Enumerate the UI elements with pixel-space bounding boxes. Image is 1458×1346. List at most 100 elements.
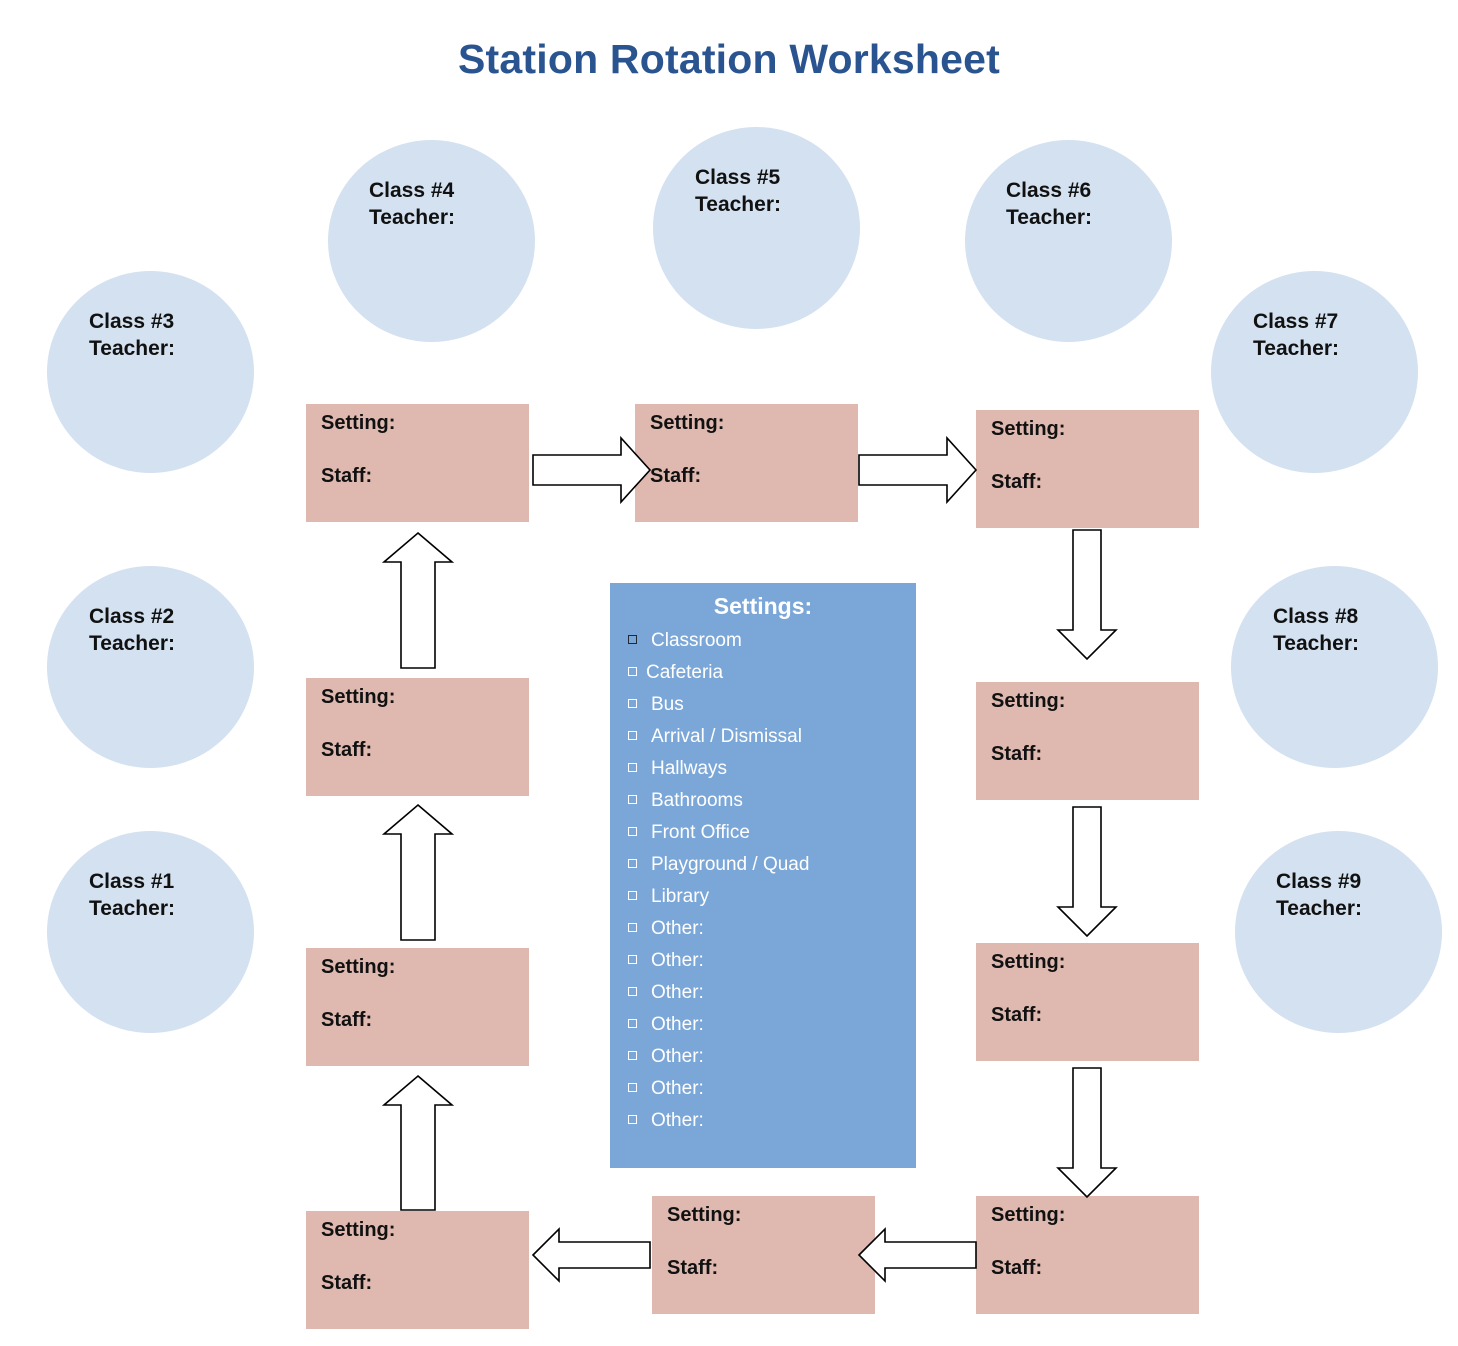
settings-item[interactable]: Other: xyxy=(628,915,809,947)
settings-item[interactable]: Cafeteria xyxy=(628,659,809,691)
checkbox-icon[interactable] xyxy=(628,795,637,805)
arrow-up-icon xyxy=(381,803,455,941)
staff-field[interactable]: Staff: xyxy=(991,743,1043,765)
teacher-label[interactable]: Teacher: xyxy=(89,897,175,920)
staff-field[interactable]: Staff: xyxy=(321,465,373,487)
teacher-label[interactable]: Teacher: xyxy=(1253,337,1339,360)
settings-item[interactable]: Other: xyxy=(628,947,809,979)
arrow-right-icon xyxy=(858,435,978,505)
settings-item[interactable]: Other: xyxy=(628,1043,809,1075)
class-label: Class #9 xyxy=(1276,870,1362,893)
settings-item[interactable]: Other: xyxy=(628,1011,809,1043)
class-circle-8: Class #8 Teacher: xyxy=(1231,566,1438,768)
checkbox-icon[interactable] xyxy=(628,859,637,869)
teacher-label[interactable]: Teacher: xyxy=(1273,632,1359,655)
class-label: Class #4 xyxy=(369,179,455,202)
settings-checklist: Classroom Cafeteria Bus Arrival / Dismis… xyxy=(628,627,809,1139)
staff-field[interactable]: Staff: xyxy=(991,1004,1043,1026)
settings-heading: Settings: xyxy=(713,593,813,619)
checkbox-icon[interactable] xyxy=(628,1019,637,1029)
settings-item[interactable]: Classroom xyxy=(628,627,809,659)
settings-item[interactable]: Bus xyxy=(628,691,809,723)
setting-field[interactable]: Setting: xyxy=(321,686,396,708)
teacher-label[interactable]: Teacher: xyxy=(89,632,175,655)
staff-field[interactable]: Staff: xyxy=(321,739,373,761)
arrow-down-icon xyxy=(1056,806,1118,938)
staff-field[interactable]: Staff: xyxy=(667,1257,719,1279)
settings-item[interactable]: Bathrooms xyxy=(628,787,809,819)
class-label: Class #2 xyxy=(89,605,175,628)
station-box-3: Setting: Staff: xyxy=(306,678,529,796)
class-label: Class #8 xyxy=(1273,605,1359,628)
arrow-left-icon xyxy=(531,1227,651,1283)
arrow-down-icon xyxy=(1056,529,1118,661)
checkbox-icon[interactable] xyxy=(628,635,637,645)
teacher-label[interactable]: Teacher: xyxy=(695,193,781,216)
checkbox-icon[interactable] xyxy=(628,763,637,773)
staff-field[interactable]: Staff: xyxy=(321,1272,373,1294)
staff-field[interactable]: Staff: xyxy=(991,1257,1043,1279)
class-circle-1: Class #1 Teacher: xyxy=(47,831,254,1033)
teacher-label[interactable]: Teacher: xyxy=(89,337,175,360)
class-label: Class #1 xyxy=(89,870,175,893)
checkbox-icon[interactable] xyxy=(628,699,637,709)
class-circle-9: Class #9 Teacher: xyxy=(1235,831,1442,1033)
arrow-up-icon xyxy=(381,1074,455,1211)
settings-item[interactable]: Other: xyxy=(628,1107,809,1139)
arrow-left-icon xyxy=(857,1227,977,1283)
arrow-right-icon xyxy=(532,435,652,505)
arrow-down-icon xyxy=(1056,1067,1118,1199)
staff-field[interactable]: Staff: xyxy=(991,471,1043,493)
setting-field[interactable]: Setting: xyxy=(991,951,1066,973)
class-label: Class #3 xyxy=(89,310,175,333)
checkbox-icon[interactable] xyxy=(628,827,637,837)
settings-item[interactable]: Hallways xyxy=(628,755,809,787)
station-box-2: Setting: Staff: xyxy=(306,948,529,1066)
setting-field[interactable]: Setting: xyxy=(650,412,725,434)
checkbox-icon[interactable] xyxy=(628,1051,637,1061)
checkbox-icon[interactable] xyxy=(628,955,637,965)
setting-field[interactable]: Setting: xyxy=(321,1219,396,1241)
checkbox-icon[interactable] xyxy=(628,731,637,741)
checkbox-icon[interactable] xyxy=(628,923,637,933)
station-box-9: Setting: Staff: xyxy=(976,1196,1199,1314)
settings-item[interactable]: Other: xyxy=(628,1075,809,1107)
setting-field[interactable]: Setting: xyxy=(991,418,1066,440)
station-box-6: Setting: Staff: xyxy=(976,410,1199,528)
class-label: Class #5 xyxy=(695,166,781,189)
settings-legend: Settings: Classroom Cafeteria Bus Arriva… xyxy=(610,583,916,1168)
settings-item[interactable]: Arrival / Dismissal xyxy=(628,723,809,755)
class-circle-7: Class #7 Teacher: xyxy=(1211,271,1418,473)
checkbox-icon[interactable] xyxy=(628,987,637,997)
station-box-8: Setting: Staff: xyxy=(976,943,1199,1061)
setting-field[interactable]: Setting: xyxy=(667,1204,742,1226)
class-label: Class #6 xyxy=(1006,179,1092,202)
station-box-10: Setting: Staff: xyxy=(652,1196,875,1314)
settings-item[interactable]: Other: xyxy=(628,979,809,1011)
setting-field[interactable]: Setting: xyxy=(991,1204,1066,1226)
station-box-1: Setting: Staff: xyxy=(306,1211,529,1329)
settings-item[interactable]: Front Office xyxy=(628,819,809,851)
worksheet-title: Station Rotation Worksheet xyxy=(457,36,1001,82)
station-box-7: Setting: Staff: xyxy=(976,682,1199,800)
setting-field[interactable]: Setting: xyxy=(991,690,1066,712)
checkbox-icon[interactable] xyxy=(628,1115,637,1125)
class-circle-4: Class #4 Teacher: xyxy=(328,140,535,342)
checkbox-icon[interactable] xyxy=(628,667,637,677)
teacher-label[interactable]: Teacher: xyxy=(369,206,455,229)
station-box-4: Setting: Staff: xyxy=(306,404,529,522)
class-label: Class #7 xyxy=(1253,310,1339,333)
staff-field[interactable]: Staff: xyxy=(321,1009,373,1031)
teacher-label[interactable]: Teacher: xyxy=(1006,206,1092,229)
settings-item[interactable]: Playground / Quad xyxy=(628,851,809,883)
teacher-label[interactable]: Teacher: xyxy=(1276,897,1362,920)
checkbox-icon[interactable] xyxy=(628,891,637,901)
staff-field[interactable]: Staff: xyxy=(650,465,702,487)
setting-field[interactable]: Setting: xyxy=(321,956,396,978)
setting-field[interactable]: Setting: xyxy=(321,412,396,434)
class-circle-3: Class #3 Teacher: xyxy=(47,271,254,473)
class-circle-2: Class #2 Teacher: xyxy=(47,566,254,768)
station-box-5: Setting: Staff: xyxy=(635,404,858,522)
settings-item[interactable]: Library xyxy=(628,883,809,915)
checkbox-icon[interactable] xyxy=(628,1083,637,1093)
